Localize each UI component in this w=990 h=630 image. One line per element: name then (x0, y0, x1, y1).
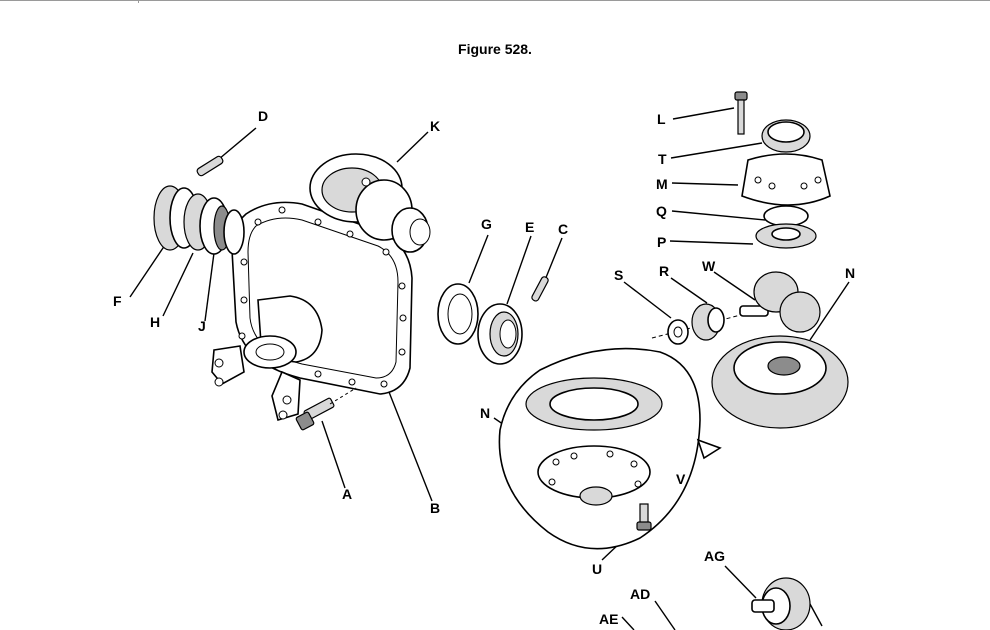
callout-g: G (481, 216, 492, 232)
ring-gear-n (711, 335, 849, 429)
callout-k: K (430, 118, 441, 134)
callout-s: S (614, 267, 624, 283)
roll-pin-d (196, 155, 224, 177)
callout-j: J (198, 318, 206, 334)
callout-a: A (342, 486, 353, 502)
pinion-yoke (211, 295, 323, 422)
seal-g (437, 283, 479, 345)
bolt-l (734, 91, 748, 135)
detail-view (498, 347, 722, 550)
top-border-tick (138, 0, 139, 3)
callout-c: C (558, 221, 569, 237)
callout-n-ring-gear: N (845, 265, 856, 281)
callout-r: R (659, 263, 670, 279)
callout-n-detail: N (480, 405, 491, 421)
callout-d: D (258, 108, 269, 124)
callout-w: W (702, 258, 716, 274)
callout-t: T (658, 151, 667, 167)
callout-ad: AD (630, 586, 651, 602)
gear-ag (751, 577, 811, 630)
callout-ae: AE (599, 611, 619, 627)
pinion-parts (651, 271, 821, 345)
pin-c (531, 276, 549, 302)
top-border-line (0, 0, 990, 1)
adjuster-e (477, 303, 523, 365)
ring-gear-carrier (309, 153, 431, 253)
side-bearing-stack (153, 185, 245, 255)
callout-v: V (676, 471, 686, 487)
callout-u: U (592, 561, 603, 577)
figure-title: Figure 528. (458, 41, 532, 57)
callout-e: E (525, 219, 535, 235)
callout-ag: AG (704, 548, 725, 564)
callout-f: F (113, 293, 122, 309)
callout-m: M (656, 176, 668, 192)
case-half-assembly (741, 119, 831, 249)
callout-q: Q (656, 203, 667, 219)
bolt-a (295, 387, 357, 431)
callout-l: L (657, 111, 666, 127)
callout-p: P (657, 234, 667, 250)
callout-h: H (150, 314, 161, 330)
callout-b: B (430, 500, 441, 516)
